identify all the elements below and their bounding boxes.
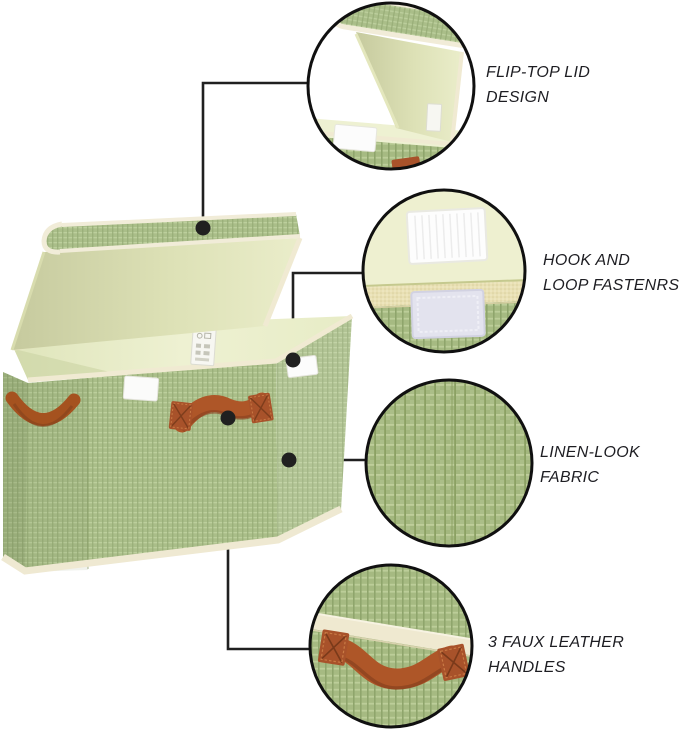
callout-text-line: LINEN-LOOK	[540, 444, 640, 461]
circle-ring-lid	[306, 1, 476, 171]
dot-handle	[220, 410, 236, 426]
callout-text-line: FABRIC	[540, 469, 600, 486]
callout-label-linen-fabric: LINEN-LOOK FABRIC	[540, 440, 640, 490]
storage-box	[1, 212, 354, 575]
box-bottom-trim	[1, 505, 343, 575]
box-front-rim-trim	[27, 313, 354, 383]
callout-text-line: DESIGN	[486, 89, 550, 106]
callout-label-faux-leather-handles: 3 FAUX LEATHER HANDLES	[488, 630, 624, 680]
dot-lid	[195, 220, 211, 236]
box-left-face-shade	[3, 372, 28, 573]
lid-underside-right-trim	[262, 237, 303, 327]
box-front-face-shade	[25, 378, 88, 572]
lid-top-trim-lower	[59, 234, 301, 253]
side-handle	[5, 391, 81, 427]
dot-fastener	[285, 352, 301, 368]
velcro-hook-strip	[405, 207, 489, 265]
callout-text-line: HANDLES	[488, 659, 566, 676]
callout-text-line: 3 FAUX LEATHER	[488, 634, 625, 651]
front-handle	[168, 392, 274, 433]
box-interior-shadow	[14, 349, 110, 380]
callout-text-line: LOOP FASTENRS	[543, 277, 679, 294]
connector-line-lid	[201, 81, 307, 228]
callout-dots	[195, 220, 301, 468]
callout-circle-flip-top-lid	[306, 1, 476, 171]
dot-fabric	[281, 452, 297, 468]
callout-label-hook-loop-fasteners: HOOK AND LOOP FASTENRS	[543, 248, 679, 298]
circle-ring-fabric	[364, 378, 534, 548]
velcro-patch-front	[122, 375, 160, 402]
callout-label-flip-top-lid: FLIP-TOP LID DESIGN	[486, 60, 590, 110]
lid-underside	[12, 238, 300, 350]
lid-top-trim-upper	[61, 212, 297, 227]
box-left-face	[3, 372, 28, 573]
callout-circle-handles	[308, 563, 474, 729]
box-interior	[14, 316, 352, 380]
lid-corner-trim	[41, 221, 63, 255]
callout-text-line: FLIP-TOP LID	[486, 64, 591, 81]
circle-ring-handles	[308, 563, 474, 729]
callout-circle-fasteners	[361, 188, 527, 354]
velcro-loop-strip	[410, 288, 486, 340]
care-label	[190, 326, 217, 367]
callout-circle-fabric	[364, 378, 534, 548]
lid-underside-left-edge	[10, 251, 46, 351]
callout-text-line: HOOK AND	[543, 252, 631, 269]
circle-ring-fasteners	[361, 188, 527, 354]
